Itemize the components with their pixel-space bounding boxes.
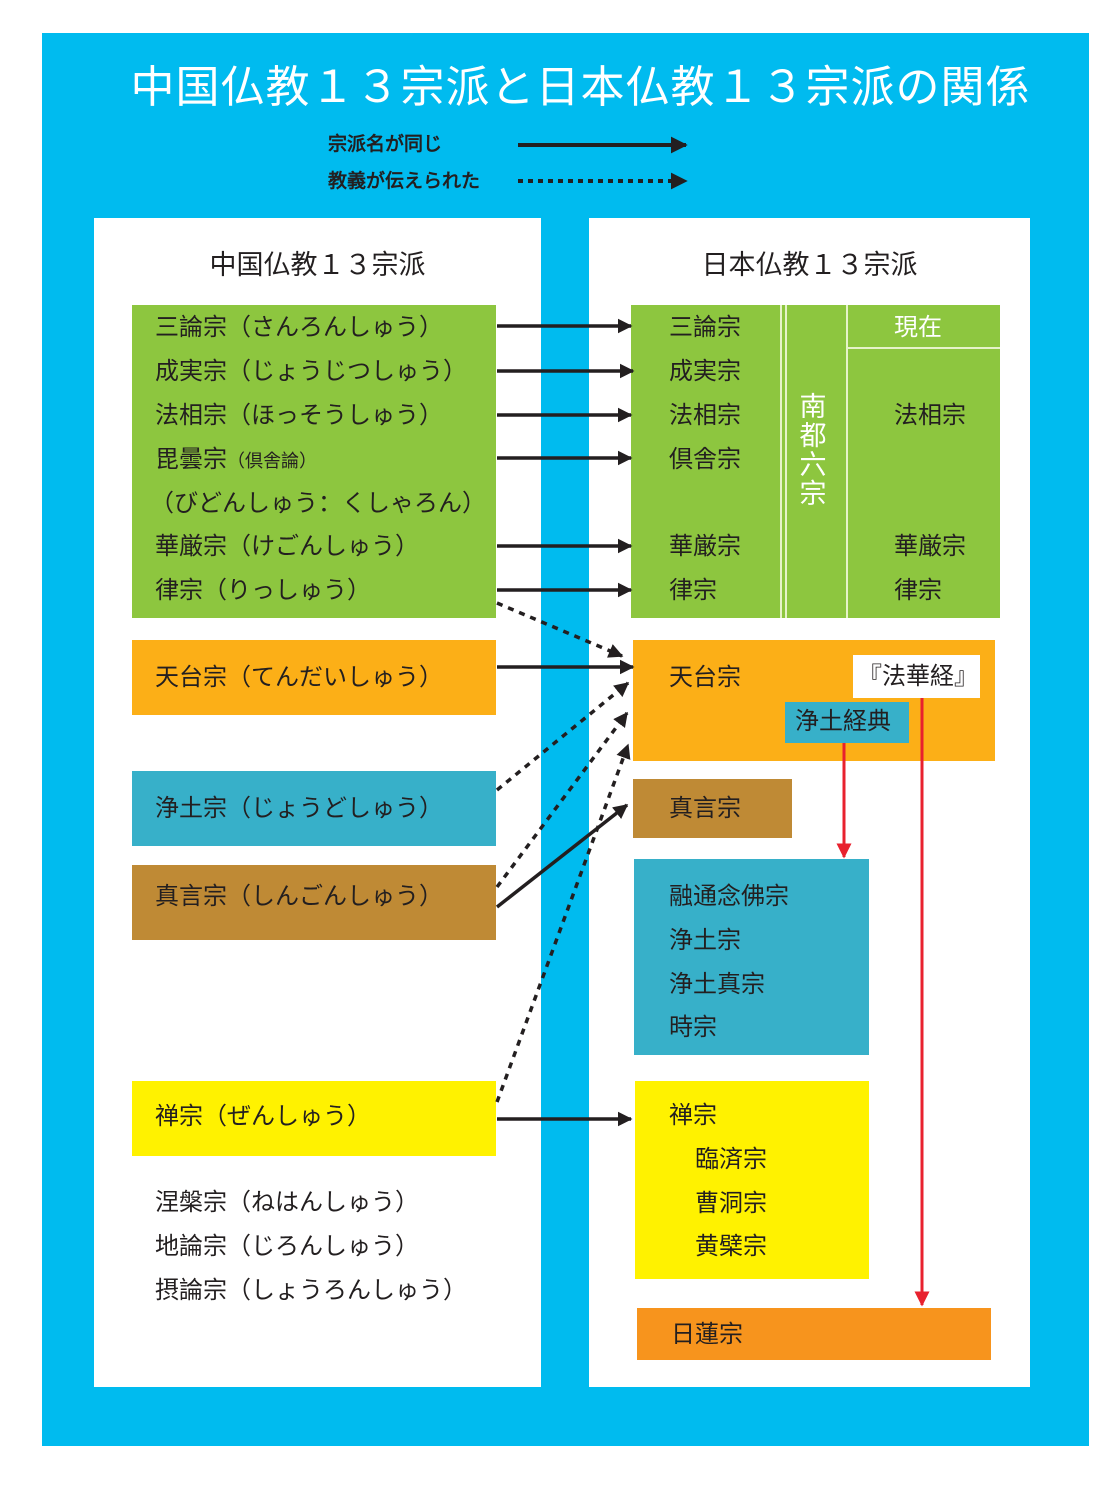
current-header: 現在 [894, 313, 942, 341]
china-bidon-reading: （びどんしゅう：くしゃろん） [150, 489, 486, 517]
china-tendai-box [132, 640, 496, 715]
nara-divider-1 [780, 305, 782, 618]
japan-ritsu: 律宗 [669, 576, 717, 604]
china-tendai: 天台宗（てんだいしゅう） [155, 663, 443, 691]
japan-nara-group-box [631, 305, 1000, 618]
pure-land-sutras-box [785, 702, 909, 743]
china-kegon: 華厳宗（けごんしゅう） [155, 532, 419, 560]
china-ritsu: 律宗（りっしゅう） [155, 576, 371, 604]
china-shingon-box [132, 865, 496, 940]
japan-shingon-box [633, 779, 792, 838]
china-zen: 禅宗（ぜんしゅう） [155, 1102, 371, 1130]
china-nehan: 涅槃宗（ねはんしゅう） [155, 1188, 419, 1216]
china-jojitsu: 成実宗（じょうじつしゅう） [155, 357, 467, 385]
japan-obaku: 黄檗宗 [695, 1232, 767, 1260]
japan-zen-box [635, 1081, 869, 1279]
china-shoron: 摂論宗（しょうろんしゅう） [155, 1276, 467, 1304]
china-panel-title: 中国仏教１３宗派 [209, 250, 426, 281]
japan-rinzai: 臨済宗 [695, 1145, 767, 1173]
japan-jodo: 浄土宗 [669, 926, 741, 954]
japan-panel-title: 日本仏教１３宗派 [701, 250, 918, 281]
china-shingon: 真言宗（しんごんしゅう） [155, 882, 443, 910]
nanto-rokushu-label: 南 都 六 宗 [797, 393, 829, 509]
legend-solid-label: 宗派名が同じ [328, 133, 443, 155]
japan-jodo-shin: 浄土真宗 [669, 970, 765, 998]
nanto-char-3: 六 [799, 450, 827, 481]
japan-kusha: 倶舎宗 [669, 445, 741, 473]
china-nara-group-box [132, 305, 496, 618]
japan-jojitsu: 成実宗 [669, 357, 741, 385]
japan-zen: 禅宗 [669, 1101, 717, 1129]
japan-sanron: 三論宗 [669, 313, 741, 341]
china-jiron: 地論宗（じろんしゅう） [155, 1232, 419, 1260]
japan-ji: 時宗 [669, 1013, 717, 1041]
china-jodo: 浄土宗（じょうどしゅう） [155, 794, 443, 822]
nara-divider-3 [846, 305, 848, 618]
japan-shingon: 真言宗 [669, 794, 741, 822]
china-bidon-kusharon: （倶舎論） [227, 451, 317, 472]
japan-yuzu-nembutsu: 融通念佛宗 [669, 882, 789, 910]
nanto-char-1: 南 [799, 392, 827, 423]
nanto-char-4: 宗 [799, 479, 827, 510]
japan-soto: 曹洞宗 [695, 1189, 767, 1217]
china-zen-box [132, 1081, 496, 1156]
japan-hosso: 法相宗 [669, 401, 741, 429]
legend-dotted-label: 教義が伝えられた [328, 170, 481, 192]
lotus-sutra-box [853, 655, 980, 698]
current-hosso: 法相宗 [894, 401, 966, 429]
nanto-char-2: 都 [799, 421, 827, 452]
japan-nichiren: 日蓮宗 [671, 1320, 743, 1348]
china-jodo-box [132, 771, 496, 846]
current-kegon: 華厳宗 [894, 532, 966, 560]
nara-divider-2 [785, 305, 787, 618]
lotus-sutra-label: 『法華経』 [858, 662, 978, 690]
current-header-divider [846, 347, 1000, 349]
current-ritsu: 律宗 [894, 576, 942, 604]
japan-tendai: 天台宗 [669, 663, 741, 691]
japan-nichiren-box [637, 1308, 991, 1360]
pure-land-sutras-label: 浄土経典 [795, 707, 891, 735]
china-bidon-name: 毘曇宗 [155, 445, 227, 473]
china-sanron: 三論宗（さんろんしゅう） [155, 313, 443, 341]
japan-kegon: 華厳宗 [669, 532, 741, 560]
japan-pure-land-box [634, 859, 869, 1055]
diagram-title: 中国仏教１３宗派と日本仏教１３宗派の関係 [130, 62, 1031, 113]
china-bidon: 毘曇宗（倶舎論） [155, 443, 317, 478]
china-hosso: 法相宗（ほっそうしゅう） [155, 401, 443, 429]
